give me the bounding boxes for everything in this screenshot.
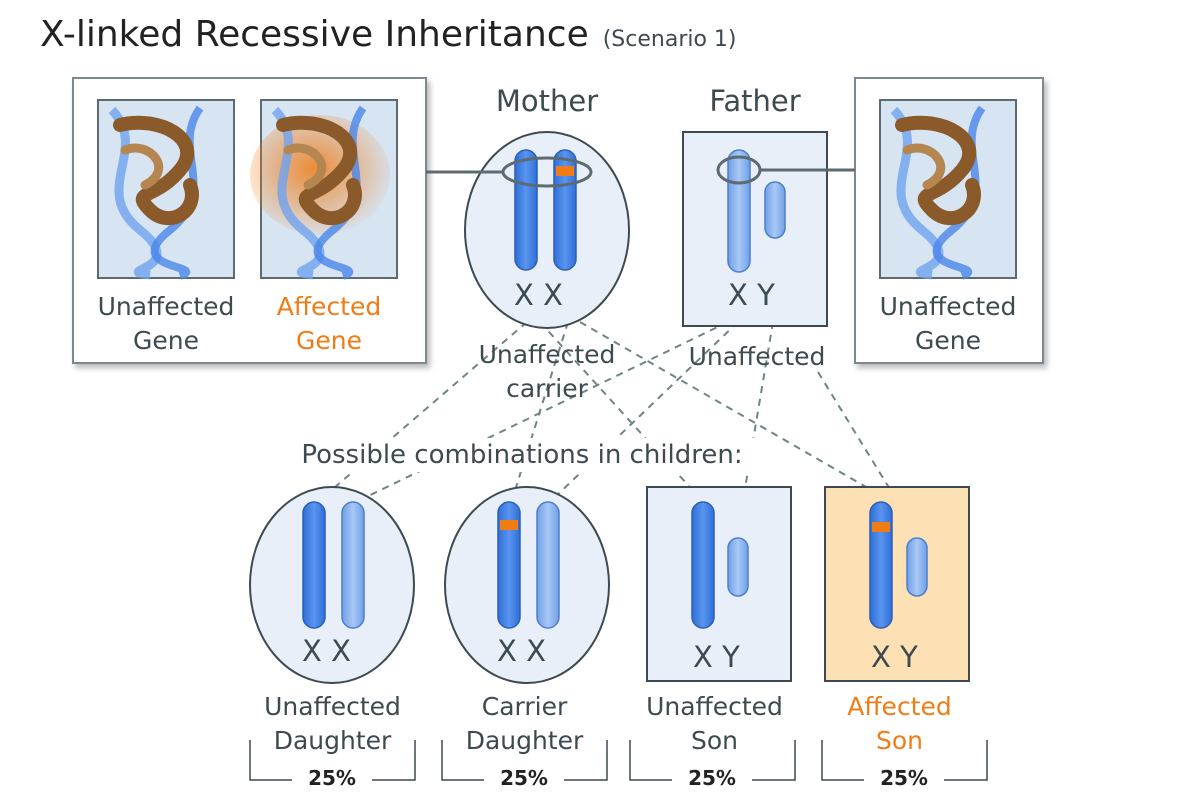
child-unaffected-daughter <box>249 486 415 684</box>
father-cell <box>682 131 855 327</box>
child-affected-son <box>824 486 970 682</box>
father-y-chromosome <box>764 181 786 239</box>
child-label-line1: Unaffected <box>264 692 401 721</box>
gene-label-affected: Affected Gene <box>251 290 407 358</box>
child-4-percent: 25% <box>864 766 944 790</box>
subtitle: (Scenario 1) <box>602 27 737 52</box>
child-4-chromosomes: X Y <box>871 640 918 674</box>
child-2-label: Carrier Daughter <box>437 690 612 758</box>
gene-label-line1: Unaffected <box>879 292 1017 321</box>
child-label-line2: Daughter <box>273 726 392 755</box>
left-gene-panel <box>72 77 427 364</box>
child-label-line2: Daughter <box>465 726 584 755</box>
child-3-label: Unaffected Son <box>627 690 802 758</box>
mother-cell <box>426 131 630 329</box>
mother-label: Mother <box>495 84 599 118</box>
unaffected-gene-image-father <box>879 99 1017 280</box>
combinations-heading: Possible combinations in children: <box>262 438 782 472</box>
mother-gene-marker <box>556 166 574 176</box>
child-2-chromosomes: X X <box>497 634 546 668</box>
affected-gene-image <box>250 99 398 280</box>
child-2-percent: 25% <box>484 766 564 790</box>
child-label-line1: Unaffected <box>646 692 783 721</box>
gene-label-line2: Gene <box>915 326 981 355</box>
gene-label-line1: Unaffected <box>97 292 235 321</box>
mother-x-chromosome-2 <box>553 149 577 271</box>
child-1-percent: 25% <box>292 766 372 790</box>
child-4-label: Affected Son <box>812 690 987 758</box>
child-carrier-daughter <box>444 486 610 684</box>
gene-label-line2: Gene <box>296 326 362 355</box>
right-gene-panel <box>854 77 1044 364</box>
child-3-chromosomes: X Y <box>693 640 740 674</box>
child-1-chromosomes: X X <box>302 634 351 668</box>
child-1-label: Unaffected Daughter <box>245 690 420 758</box>
page-title: X-linked Recessive Inheritance (Scenario … <box>40 14 737 55</box>
father-chromosomes: X Y <box>728 278 775 312</box>
father-label: Father <box>709 84 801 118</box>
father-status: Unaffected <box>688 342 826 371</box>
title-text: X-linked Recessive Inheritance <box>40 14 589 55</box>
mother-x-chromosome-1 <box>514 149 538 271</box>
gene-label-unaffected-left: Unaffected Gene <box>88 290 244 358</box>
child-unaffected-son <box>646 486 792 682</box>
child-3-percent: 25% <box>672 766 752 790</box>
father-x-chromosome <box>727 149 751 273</box>
child-label-line1: Carrier <box>481 692 568 721</box>
child-label-line1: Affected <box>847 692 952 721</box>
gene-label-line1: Affected <box>276 292 382 321</box>
gene-label-line2: Gene <box>133 326 199 355</box>
gene-label-unaffected-right: Unaffected Gene <box>870 290 1026 358</box>
unaffected-gene-image <box>97 99 235 280</box>
child-label-line2: Son <box>875 726 923 755</box>
mother-status: Unaffected carrier <box>478 340 616 403</box>
child-label-line2: Son <box>690 726 738 755</box>
mother-chromosomes: X X <box>514 278 563 312</box>
